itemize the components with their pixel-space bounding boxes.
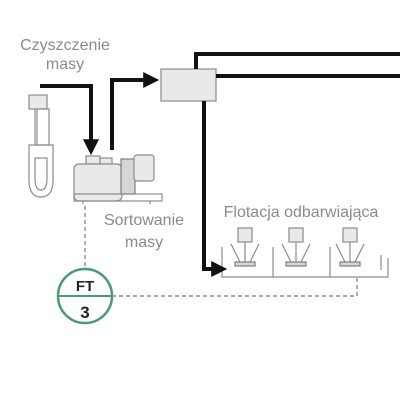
instrument-ft-3: FT 3 [56,267,114,325]
instrument-function: FT [76,278,94,295]
label-sorting-line1: Sortowanie [104,212,184,229]
cleaner-hydrocyclone [28,94,54,198]
label-cleaning-line2: masy [46,56,84,73]
signal-line-flotation [112,276,358,297]
flotation-cell-1 [230,227,260,267]
pipe-cleaning-to-sorting [40,84,99,156]
label-flotation: Flotacja odbarwiająca [224,204,379,221]
flotation-cell-2 [281,227,311,267]
instrument-number: 3 [80,303,89,322]
pipe-top-outlet [194,52,400,69]
flotation-cell-3 [335,227,365,267]
label-sorting-line2: masy [125,234,163,251]
pipe-box-to-flotation [202,101,228,277]
sorting-machine [73,154,163,204]
distribution-box [160,68,217,102]
label-cleaning-line1: Czyszczenie [20,37,110,54]
pipe-sorting-to-box [110,72,160,150]
flotation-cells [221,227,389,278]
